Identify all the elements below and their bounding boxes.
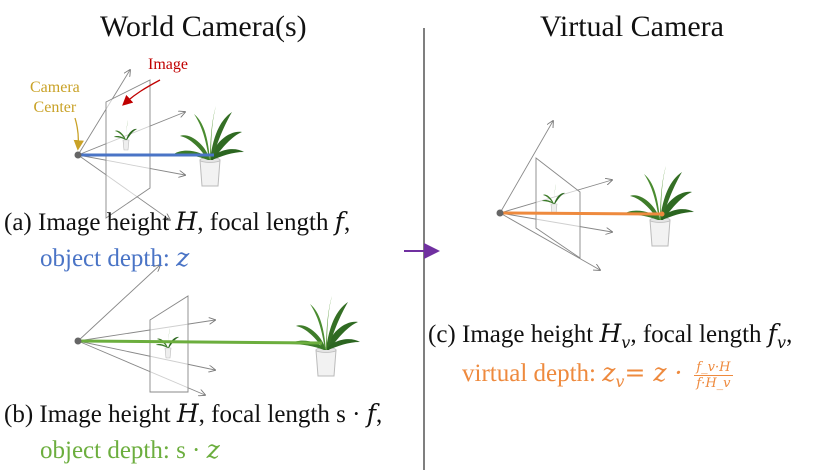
camera-center-point-c [496,209,504,217]
camera-center-point-b [74,337,82,345]
image-label: Image [148,56,188,73]
world-camera-title: World Camera(s) [100,10,307,43]
caption-c-depth: virtual depth: zv= z · f_v·H f·H_v [462,358,733,391]
caption-b-line1: (b) Image height H, focal length s · f, [4,399,383,428]
camera-a [77,70,185,220]
camera-c [499,121,612,270]
camera-center-point-a [74,151,82,159]
caption-a-depth: object depth: z [40,243,190,272]
depth-fraction: f_v·H f·H_v [694,359,733,391]
depth-line-c [499,211,665,216]
caption-c-line1: (c) Image height Hv, focal length fv, [428,319,793,352]
virtual-camera-title: Virtual Camera [540,10,724,43]
depth-line-b [77,339,323,345]
camera-b [77,265,215,395]
caption-b-depth: object depth: s · z [40,435,220,464]
caption-a-line1: (a) Image height H, focal length f, [4,207,351,236]
